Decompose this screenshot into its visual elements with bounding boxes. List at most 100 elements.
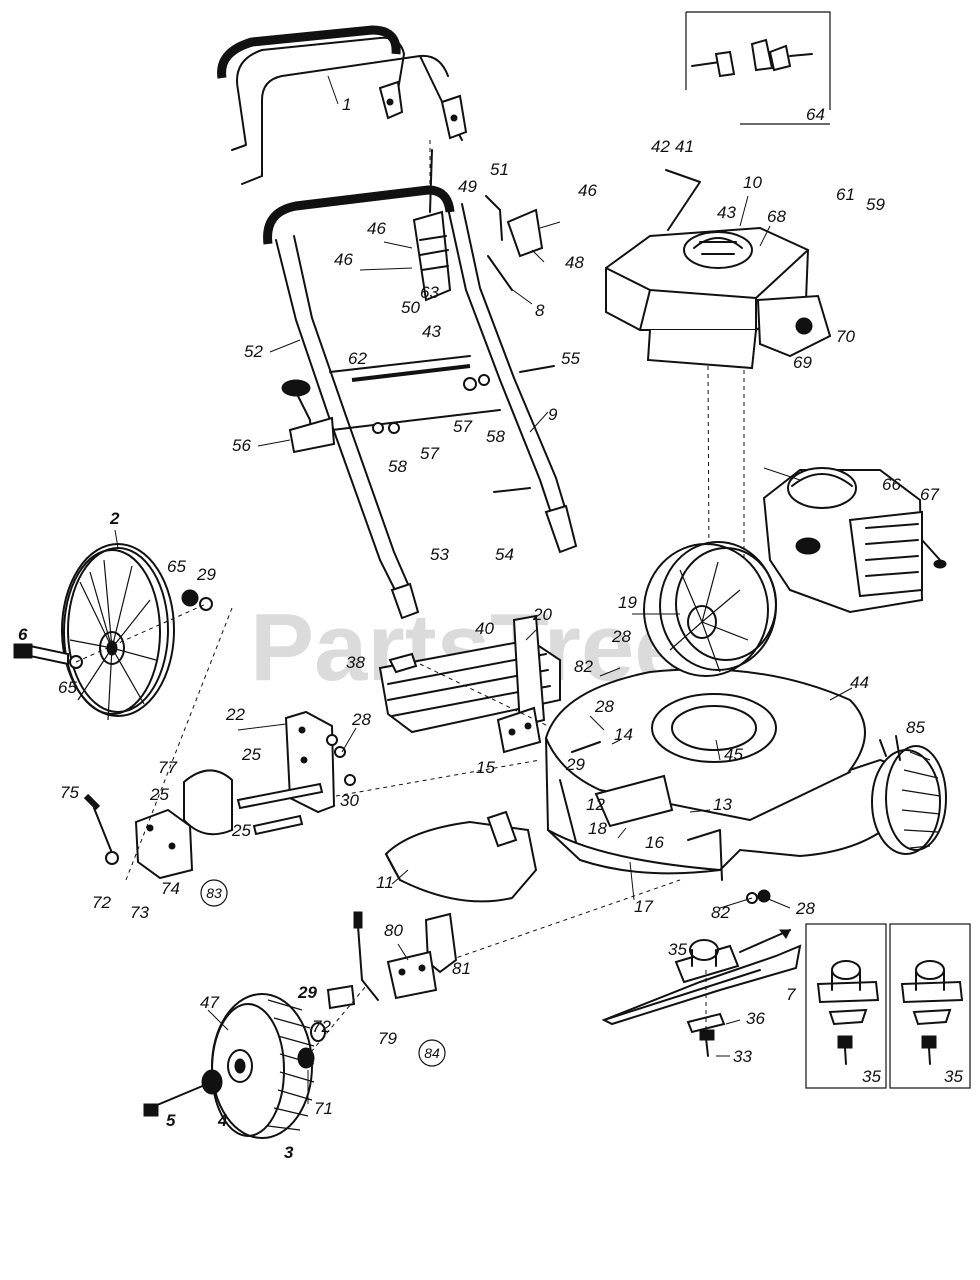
part-label-p71: 71 bbox=[314, 1099, 333, 1118]
part-label-p19: 19 bbox=[618, 593, 637, 612]
part-label-p65a: 65 bbox=[167, 557, 186, 576]
part-label-p30: 30 bbox=[340, 791, 359, 810]
part-label-p9: 9 bbox=[548, 405, 558, 424]
part-label-p51: 51 bbox=[490, 160, 509, 179]
part-label-p70: 70 bbox=[836, 327, 855, 346]
part-label-p20: 20 bbox=[532, 605, 552, 624]
blade-assembly bbox=[449, 879, 802, 1057]
part-label-p58b: 58 bbox=[388, 457, 407, 476]
part-label-p57b: 57 bbox=[420, 444, 439, 463]
part-label-p48: 48 bbox=[565, 253, 584, 272]
rear-height-adjuster bbox=[83, 607, 541, 881]
part-label-p25c: 25 bbox=[231, 821, 251, 840]
part-label-p43b: 43 bbox=[422, 322, 441, 341]
part-label-p46c: 46 bbox=[334, 250, 353, 269]
part-label-p52: 52 bbox=[244, 342, 263, 361]
handle-knob bbox=[257, 365, 555, 493]
part-label-p81: 81 bbox=[452, 959, 471, 978]
part-label-p12: 12 bbox=[586, 795, 605, 814]
part-label-p28c: 28 bbox=[351, 710, 371, 729]
inset-box-64 bbox=[685, 11, 831, 125]
circled-label-ring-c83 bbox=[200, 879, 228, 907]
front-height-adjuster bbox=[326, 911, 458, 1010]
part-label-p35c: 35 bbox=[944, 1067, 963, 1086]
part-label-p57a: 57 bbox=[453, 417, 472, 436]
part-label-p45: 45 bbox=[724, 745, 743, 764]
part-label-p1: 1 bbox=[342, 95, 351, 114]
part-label-p46b: 46 bbox=[367, 219, 386, 238]
part-label-p18: 18 bbox=[588, 819, 607, 838]
part-label-p82a: 82 bbox=[574, 657, 593, 676]
engine-top-view bbox=[605, 169, 832, 761]
part-label-p65b: 65 bbox=[58, 678, 77, 697]
part-label-p11: 11 bbox=[376, 873, 394, 892]
upper-handle bbox=[217, 25, 468, 185]
part-label-p49: 49 bbox=[458, 177, 477, 196]
part-label-p33: 33 bbox=[733, 1047, 752, 1066]
part-label-p44: 44 bbox=[850, 673, 869, 692]
part-label-p55: 55 bbox=[561, 349, 580, 368]
part-label-p28a: 28 bbox=[611, 627, 631, 646]
part-label-p38: 38 bbox=[346, 653, 365, 672]
part-label-p29c: 29 bbox=[297, 983, 317, 1002]
part-label-p7: 7 bbox=[786, 985, 796, 1004]
part-label-p50: 50 bbox=[401, 298, 420, 317]
part-label-p62: 62 bbox=[348, 349, 367, 368]
part-label-p66: 66 bbox=[882, 475, 901, 494]
leader-lines bbox=[589, 667, 791, 909]
part-label-p22: 22 bbox=[225, 705, 245, 724]
part-label-p6: 6 bbox=[18, 625, 28, 644]
left-rear-wheel bbox=[13, 529, 213, 721]
part-label-p67: 67 bbox=[920, 485, 939, 504]
part-label-p82b: 82 bbox=[711, 903, 730, 922]
part-label-p72a: 72 bbox=[92, 893, 111, 912]
part-label-p63: 63 bbox=[420, 283, 439, 302]
part-label-p58a: 58 bbox=[486, 427, 505, 446]
part-label-p53: 53 bbox=[430, 545, 449, 564]
engine-side-view bbox=[762, 467, 947, 614]
part-label-p80: 80 bbox=[384, 921, 403, 940]
part-label-p3: 3 bbox=[284, 1143, 294, 1162]
part-label-p68: 68 bbox=[767, 207, 786, 226]
part-label-p47: 47 bbox=[200, 993, 219, 1012]
circled-label-c83: 83 bbox=[206, 885, 222, 901]
part-label-p56: 56 bbox=[232, 436, 251, 455]
part-label-p42: 42 bbox=[651, 137, 670, 156]
part-label-p16: 16 bbox=[645, 833, 664, 852]
part-label-p36: 36 bbox=[746, 1009, 765, 1028]
part-label-p29b: 29 bbox=[565, 755, 585, 774]
front-left-wheel bbox=[143, 985, 367, 1139]
part-label-p10: 10 bbox=[743, 173, 762, 192]
part-label-p79: 79 bbox=[378, 1029, 397, 1048]
part-label-p29a: 29 bbox=[196, 565, 216, 584]
part-label-p41: 41 bbox=[675, 137, 694, 156]
part-label-p73: 73 bbox=[130, 903, 149, 922]
part-label-p14: 14 bbox=[614, 725, 633, 744]
circled-label-ring-c84 bbox=[418, 1039, 446, 1067]
part-label-p77: 77 bbox=[158, 758, 177, 777]
part-label-p17: 17 bbox=[634, 897, 653, 916]
mower-deck bbox=[544, 668, 914, 881]
part-label-p59: 59 bbox=[866, 195, 885, 214]
part-label-p46a: 46 bbox=[578, 181, 597, 200]
part-label-p72b: 72 bbox=[312, 1017, 331, 1036]
part-label-p25b: 25 bbox=[149, 785, 169, 804]
part-label-p25a: 25 bbox=[241, 745, 261, 764]
part-label-p4: 4 bbox=[217, 1111, 228, 1130]
part-label-p2: 2 bbox=[109, 509, 120, 528]
right-front-wheel bbox=[871, 735, 947, 855]
part-label-p74: 74 bbox=[161, 879, 180, 898]
part-label-p28b: 28 bbox=[594, 697, 614, 716]
part-label-p75: 75 bbox=[60, 783, 79, 802]
part-label-p13: 13 bbox=[713, 795, 732, 814]
part-label-p35b: 35 bbox=[862, 1067, 881, 1086]
part-label-p28d: 28 bbox=[795, 899, 815, 918]
inset-box-35a bbox=[805, 923, 887, 1089]
part-label-p40: 40 bbox=[475, 619, 494, 638]
part-label-p8: 8 bbox=[535, 301, 545, 320]
inset-box-35b bbox=[889, 923, 971, 1089]
part-label-p64: 64 bbox=[806, 105, 825, 124]
part-label-p69: 69 bbox=[793, 353, 812, 372]
